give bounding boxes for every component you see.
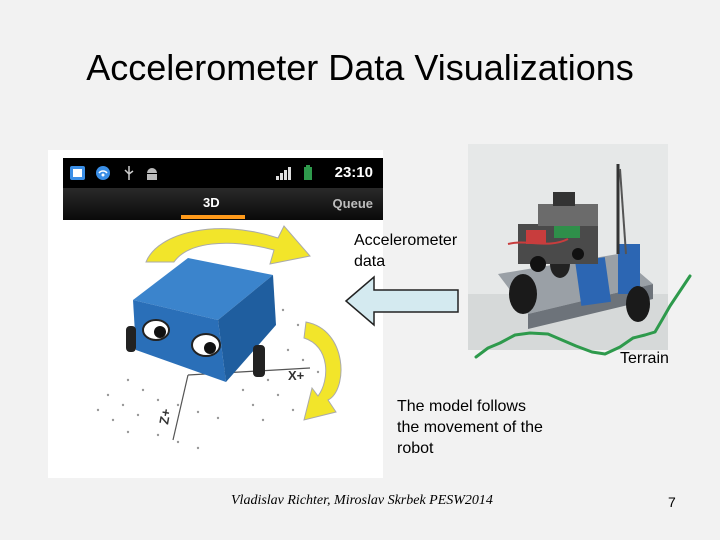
data-flow-arrow (346, 277, 458, 325)
accelerometer-data-label: Accelerometer data (354, 230, 457, 272)
page-number: 7 (668, 494, 676, 510)
terrain-label: Terrain (620, 348, 669, 369)
model-follows-label: The model follows the movement of the ro… (397, 396, 543, 459)
slide-footer: Vladislav Richter, Miroslav Skrbek PESW2… (231, 493, 493, 509)
terrain-line (476, 276, 690, 357)
